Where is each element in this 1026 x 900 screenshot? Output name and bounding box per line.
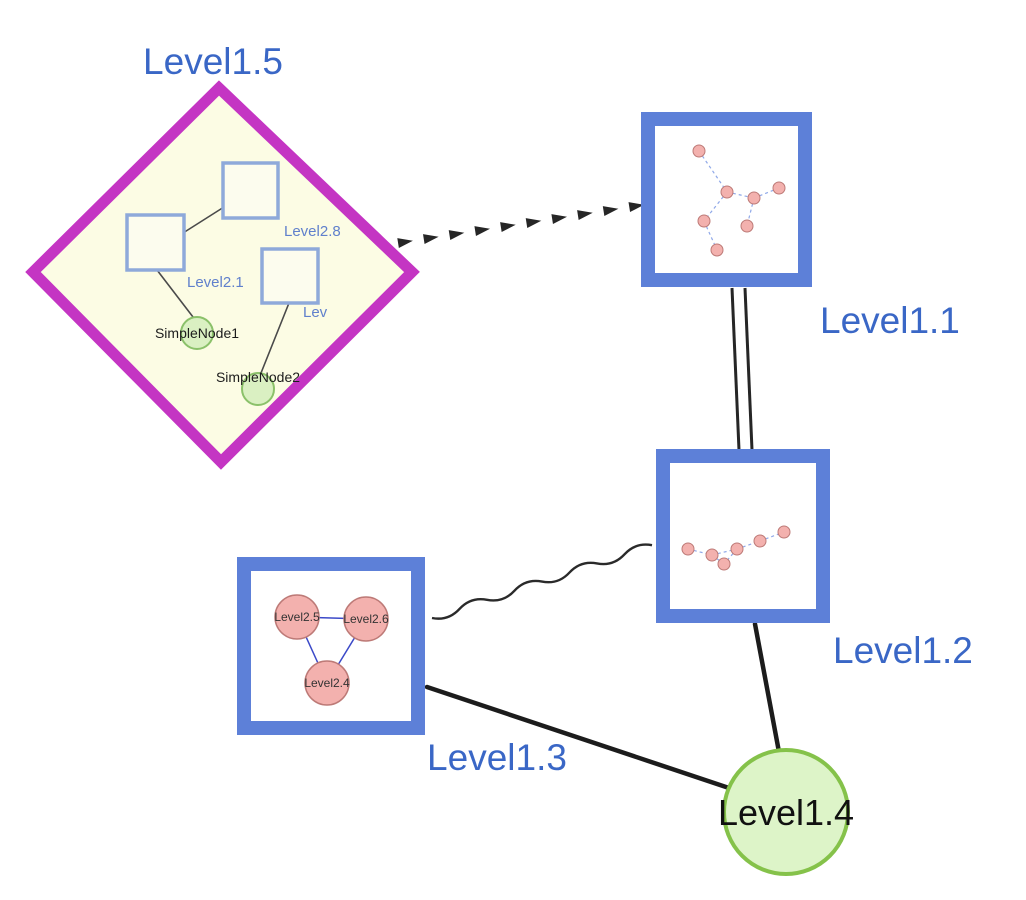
node-level2-6[interactable]	[343, 596, 389, 642]
node-level1-3[interactable]: Level2.5 Level2.6 Level2.4	[237, 557, 425, 735]
level1-1-frame[interactable]	[641, 112, 812, 287]
label-level2-5: Level2.5	[274, 610, 320, 624]
node-level1-4[interactable]	[722, 748, 850, 876]
label-level1-1: Level1.1	[820, 300, 960, 341]
label-level2-x-truncated: Lev	[303, 304, 328, 321]
label-level1-3: Level1.3	[427, 737, 567, 778]
level1-1-mini-nodes[interactable]	[692, 144, 786, 257]
level1-5-inner-edges	[156, 206, 290, 374]
node-level2-8[interactable]	[221, 161, 280, 220]
edge-level1-2-to-level1-4[interactable]	[752, 621, 782, 755]
node-level2-4[interactable]	[304, 660, 350, 706]
node-level1-5[interactable]: Level2.8 Level2.1 Lev SimpleNode1 Simple…	[25, 80, 420, 470]
edge-level1-3-to-level1-2[interactable]	[431, 543, 653, 620]
node-level2-5[interactable]	[274, 594, 320, 640]
edge-level1-1-to-level1-2[interactable]	[730, 287, 754, 451]
node-level2-x[interactable]	[260, 247, 320, 305]
node-simplenode1[interactable]	[180, 316, 214, 350]
label-level2-8: Level2.8	[284, 223, 341, 240]
level1-2-mini-nodes[interactable]	[681, 525, 791, 571]
edge-lev-to-simplenode2[interactable]	[260, 302, 290, 374]
label-simplenode2: SimpleNode2	[216, 369, 300, 385]
diamond-shape[interactable]	[25, 80, 420, 470]
label-level2-1: Level2.1	[187, 274, 244, 291]
edge-level1-3-to-level1-4[interactable]	[424, 684, 732, 791]
label-simplenode1: SimpleNode1	[155, 325, 239, 341]
edge-level2-1-to-level2-8[interactable]	[182, 206, 225, 234]
label-level2-4: Level2.4	[304, 676, 350, 690]
node-simplenode2[interactable]	[241, 372, 275, 406]
level1-3-frame[interactable]	[237, 557, 425, 735]
node-level2-1[interactable]	[125, 213, 186, 272]
label-level1-5: Level1.5	[143, 41, 283, 82]
label-level1-2: Level1.2	[833, 630, 973, 671]
node-level1-2[interactable]	[656, 449, 830, 623]
node-level1-1[interactable]	[641, 112, 812, 287]
label-level1-4: Level1.4	[718, 792, 854, 833]
edge-level1-5-to-level1-1[interactable]	[397, 199, 645, 249]
label-level2-6: Level2.6	[343, 612, 389, 626]
level1-2-frame[interactable]	[656, 449, 830, 623]
edge-level2-1-to-simplenode1[interactable]	[156, 269, 194, 318]
